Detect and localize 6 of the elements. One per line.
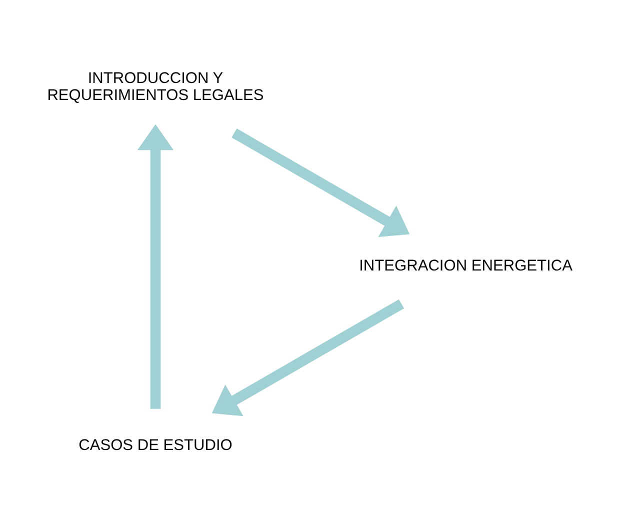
node-text: CASOS DE ESTUDIO	[78, 436, 232, 454]
arrow	[232, 128, 410, 237]
node-text: INTEGRACION ENERGETICA	[359, 257, 572, 274]
node-text: INTRODUCCION Y REQUERIMIENTOS LEGALES	[47, 70, 264, 104]
arrow	[212, 298, 404, 416]
arrow	[137, 124, 174, 408]
